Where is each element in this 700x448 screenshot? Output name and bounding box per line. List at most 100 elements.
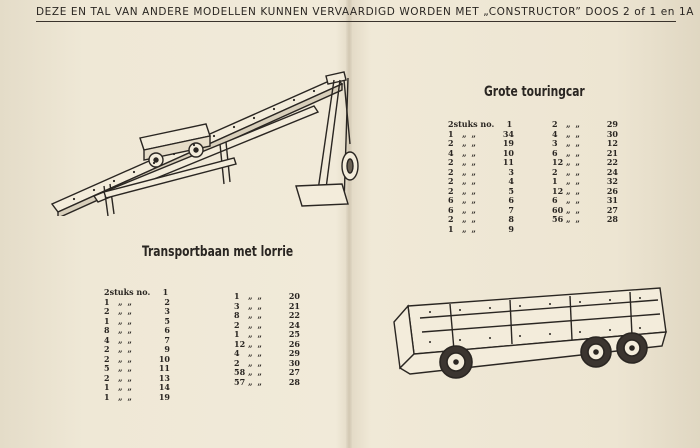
part-number: 21 xyxy=(606,147,618,158)
part-qty: 1 xyxy=(234,291,240,301)
part-unit: „ „ xyxy=(462,166,477,177)
part-qty: 6 xyxy=(552,195,558,205)
part-unit: „ „ xyxy=(248,376,263,387)
part-qty: 1 xyxy=(234,329,240,339)
part-qty: 2 xyxy=(448,185,454,196)
part-unit: „ „ xyxy=(566,195,581,205)
part-number: 26 xyxy=(288,338,300,349)
part-qty: 6 xyxy=(448,204,454,215)
part-unit: „ „ xyxy=(462,214,477,224)
part-number: 10 xyxy=(158,353,170,364)
part-qty: 1 xyxy=(448,128,454,139)
parts-row: 58„ „27 xyxy=(234,367,300,378)
parts-row: 56„ „28 xyxy=(552,214,618,225)
part-unit: „ „ xyxy=(118,344,133,354)
part-number: 30 xyxy=(288,357,300,368)
part-number: 29 xyxy=(288,348,300,358)
parts-row: 1„ „19 xyxy=(104,391,170,403)
part-number: 11 xyxy=(158,363,170,373)
part-qty: 1 xyxy=(104,382,110,392)
part-qty: 2 xyxy=(104,353,110,364)
part-number: 4 xyxy=(508,176,514,186)
part-qty: 5 xyxy=(104,363,110,373)
part-qty: 6 xyxy=(552,147,558,158)
part-unit: „ „ xyxy=(462,128,477,139)
part-unit: „ „ xyxy=(462,223,477,234)
part-qty: 2 xyxy=(448,157,454,167)
parts-row: 4„ „29 xyxy=(234,348,300,359)
part-qty: 4 xyxy=(552,128,558,139)
part-qty: 4 xyxy=(234,348,240,358)
parts-row: 1„ „32 xyxy=(552,176,618,187)
part-number: 30 xyxy=(606,128,618,139)
part-number: 22 xyxy=(606,157,618,167)
part-qty: 2 xyxy=(104,287,110,297)
part-unit: „ „ xyxy=(462,185,477,196)
part-unit: „ „ xyxy=(118,325,133,335)
parts-row: 4 „ „ 30 xyxy=(552,128,618,140)
part-number: 6 xyxy=(164,325,170,335)
part-unit: „ „ xyxy=(462,176,477,186)
part-number: 28 xyxy=(606,214,618,224)
part-qty: 12 xyxy=(552,157,564,167)
parts-row: 2„ „11 xyxy=(448,157,514,168)
part-unit: „ „ xyxy=(118,372,133,383)
part-qty: 56 xyxy=(552,214,564,224)
part-unit: „ „ xyxy=(566,147,581,158)
part-unit: „ „ xyxy=(462,157,477,167)
parts-row: 1„ „2 xyxy=(104,296,170,308)
part-unit: „ „ xyxy=(566,128,581,139)
part-qty: 8 xyxy=(104,325,110,335)
parts-row: 57„ „28 xyxy=(234,376,300,388)
part-unit: „ „ xyxy=(118,296,133,307)
part-unit: „ „ xyxy=(248,338,263,349)
parts-row: 2„ „4 xyxy=(448,176,514,187)
parts-row: 1 „ „ 9 xyxy=(448,223,514,235)
part-number: 8 xyxy=(508,214,514,224)
part-number: 13 xyxy=(158,372,170,383)
part-unit: stuks no. xyxy=(453,119,495,129)
parts-row: 12„ „22 xyxy=(552,157,618,168)
parts-row: 4„ „7 xyxy=(104,334,170,346)
part-qty: 1 xyxy=(104,391,110,402)
part-unit: „ „ xyxy=(566,204,581,215)
part-number: 1 xyxy=(506,119,513,129)
parts-row: 2„ „29 xyxy=(552,119,618,130)
parts-row: 5„ „11 xyxy=(104,363,170,374)
part-number: 14 xyxy=(158,382,170,392)
part-qty: 4 xyxy=(104,334,110,345)
part-qty: 58 xyxy=(234,367,246,377)
part-qty: 2 xyxy=(104,372,110,383)
parts-row: 6„ „6 xyxy=(448,195,514,206)
transportbaan-illustration xyxy=(50,71,359,216)
part-qty: 2 xyxy=(104,344,110,354)
part-unit: „ „ xyxy=(118,315,133,326)
parts-row: 12„ „26 xyxy=(234,338,300,350)
part-number: 21 xyxy=(288,300,300,311)
part-number: 9 xyxy=(508,223,514,234)
part-unit: „ „ xyxy=(118,306,133,316)
part-number: 29 xyxy=(606,119,618,129)
parts-row: 12„ „26 xyxy=(552,186,618,197)
parts-row: 2„ „19 xyxy=(448,138,514,149)
parts-row: 1 „ „ 14 xyxy=(104,382,170,393)
part-qty: 2 xyxy=(552,119,558,129)
part-number: 28 xyxy=(288,376,300,387)
part-unit: „ „ xyxy=(462,138,477,148)
parts-row: 8„ „22 xyxy=(234,310,300,321)
parts-row: 2„ „8 xyxy=(448,214,514,225)
touringcar-illustration xyxy=(393,287,667,379)
parts-row: 1 „ „ 34 xyxy=(448,128,514,140)
part-unit: „ „ xyxy=(118,382,133,392)
parts-row: 6 „ „ 21 xyxy=(552,147,618,159)
part-number: 6 xyxy=(508,195,514,205)
parts-row: 2„ „24 xyxy=(234,319,300,331)
part-qty: 1 xyxy=(448,223,454,234)
part-qty: 2 xyxy=(234,319,240,330)
part-number: 34 xyxy=(502,128,514,139)
part-number: 19 xyxy=(158,391,170,402)
part-number: 5 xyxy=(508,185,514,196)
part-qty: 6 xyxy=(448,195,454,205)
